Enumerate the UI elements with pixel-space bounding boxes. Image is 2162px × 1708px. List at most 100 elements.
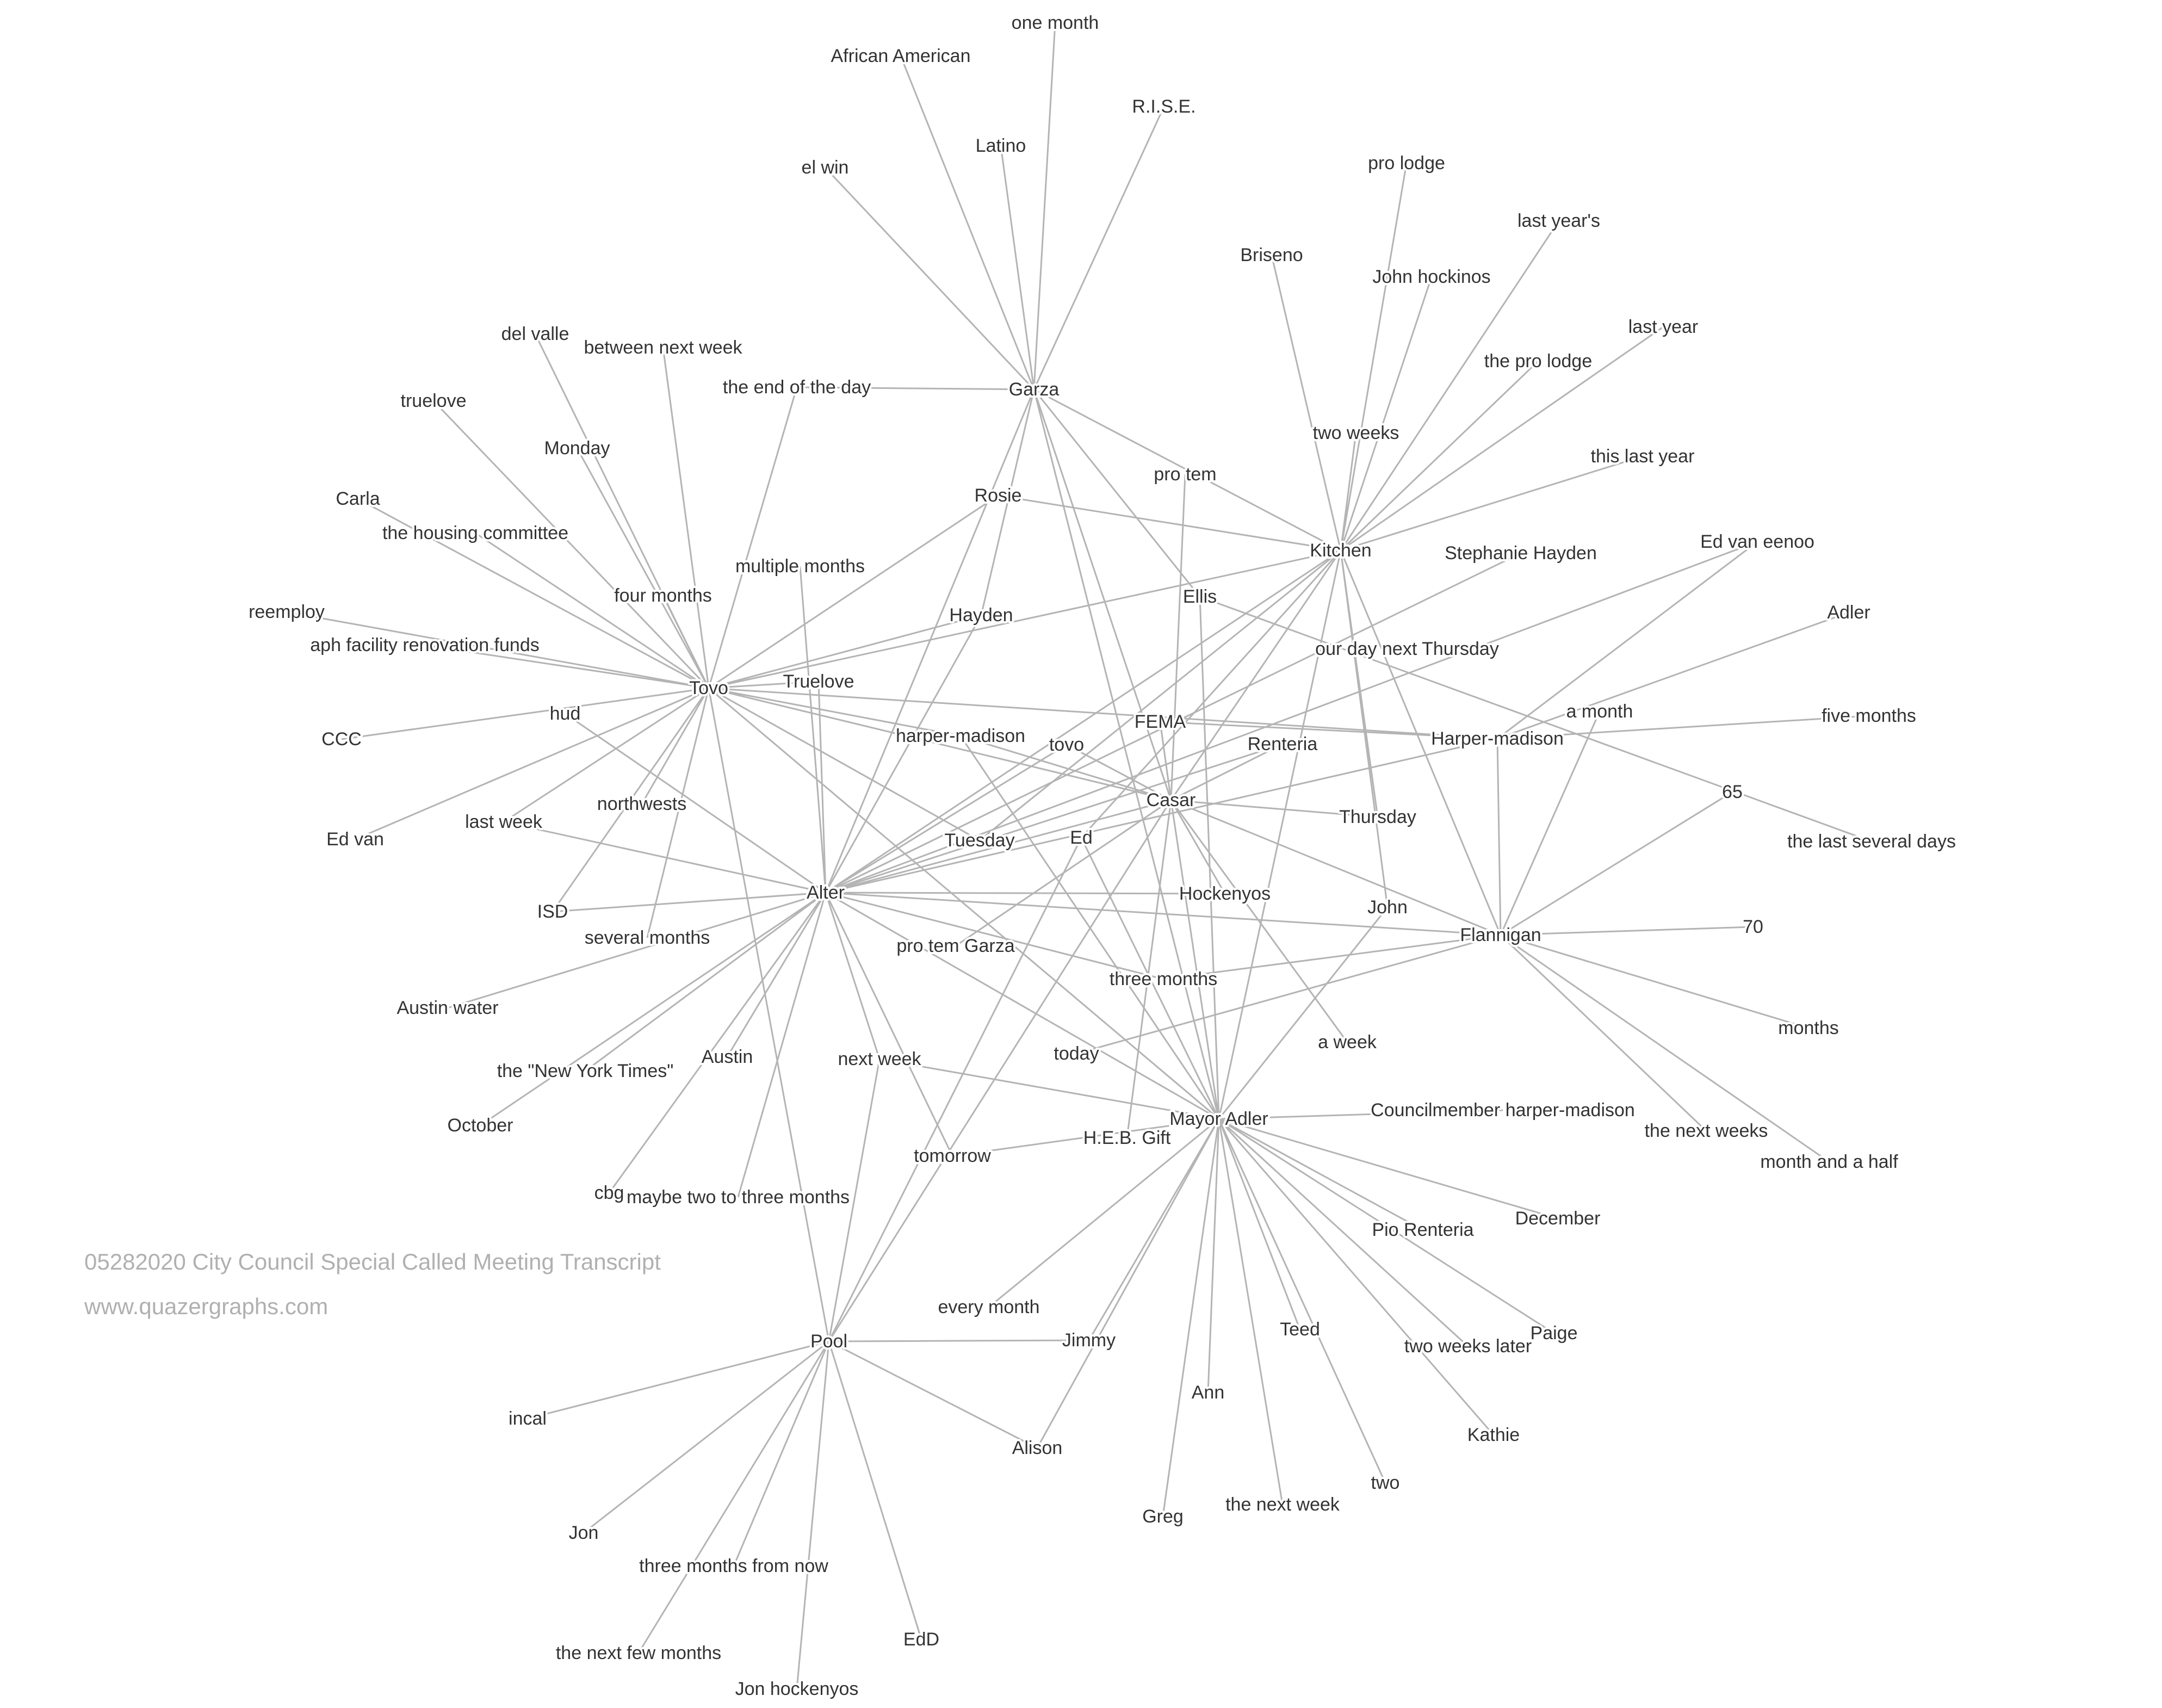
edge-tovo-to-ed-van bbox=[355, 687, 709, 840]
edge-casar-to-tovo bbox=[1066, 744, 1172, 801]
edge-garza-to-hayden bbox=[980, 389, 1035, 616]
edge-tovo-to-northwests bbox=[641, 688, 710, 805]
edge-harper-madison-to-ed-van-eenoo bbox=[1497, 541, 1758, 740]
edge-alter-to-austin-water bbox=[447, 892, 826, 1009]
edge-garza-to-el-win bbox=[824, 166, 1035, 391]
edge-casar-to-harper-madison bbox=[960, 735, 1172, 801]
node-cbg: cbg bbox=[594, 1183, 624, 1203]
edge-pool-to-ed bbox=[828, 837, 1082, 1342]
edge-alter-to-flannigan bbox=[825, 892, 1501, 936]
edge-casar-to-thursday bbox=[1170, 799, 1378, 818]
node-renteria: Renteria bbox=[1248, 734, 1318, 754]
node-the-housing-committee: the housing committee bbox=[382, 523, 568, 543]
node-a-week: a week bbox=[1318, 1032, 1377, 1053]
edge-kitchen-to-tovo bbox=[708, 549, 1341, 689]
edge-kitchen-to-john-hockinos bbox=[1340, 276, 1433, 551]
node-the-last-several-days: the last several days bbox=[1787, 831, 1956, 852]
edge-casar-to-hockenyos bbox=[1170, 800, 1226, 894]
edge-garza-to-african-american bbox=[900, 55, 1035, 390]
node-tuesday: Tuesday bbox=[944, 830, 1014, 851]
edge-garza-to-kitchen bbox=[1033, 388, 1341, 552]
edge-alter-to-three-months bbox=[825, 892, 1164, 980]
edge-tovo-to-tuesday bbox=[708, 687, 980, 841]
node-harper-madison: harper-madison bbox=[896, 726, 1025, 746]
edge-mayor-adler-to-the-next-week bbox=[1218, 1118, 1284, 1505]
edge-alter-to-austin bbox=[726, 892, 827, 1057]
node-flannigan: Flannigan bbox=[1460, 925, 1541, 945]
node-briseno: Briseno bbox=[1240, 245, 1303, 265]
edge-alter-to-casar bbox=[825, 799, 1172, 894]
node-jon-hockenyos: Jon hockenyos bbox=[735, 1679, 859, 1699]
edge-ellis-to-the-last-several-days bbox=[1199, 596, 1872, 843]
edge-tovo-to-isd bbox=[552, 688, 710, 912]
edge-flannigan-to-70 bbox=[1500, 926, 1754, 936]
node-pro-tem-garza: pro tem Garza bbox=[896, 936, 1014, 956]
edge-harper-madison-to-fema bbox=[1160, 721, 1498, 740]
edge-kitchen-to-rosie bbox=[998, 494, 1341, 552]
edge-mayor-adler-to-kathie bbox=[1218, 1118, 1495, 1435]
edge-mayor-adler-to-pio-renteria bbox=[1218, 1118, 1423, 1231]
edge-garza-to-one-month bbox=[1033, 22, 1056, 390]
node-pro-lodge: pro lodge bbox=[1368, 153, 1445, 174]
node-r-i-s-e: R.I.S.E. bbox=[1132, 96, 1195, 117]
edge-pool-to-incal bbox=[527, 1340, 829, 1420]
edge-pool-to-jon-hockenyos bbox=[796, 1341, 830, 1690]
node-john: John bbox=[1367, 897, 1408, 918]
edge-tovo-to-truelove bbox=[708, 680, 819, 689]
edge-tovo-to-four-months bbox=[662, 595, 710, 689]
edge-mayor-adler-to-tomorrow bbox=[952, 1118, 1219, 1157]
edge-garza-to-the-end-of-the-day bbox=[796, 386, 1034, 391]
node-ann: Ann bbox=[1192, 1382, 1225, 1403]
node-our-day-next-thursday: our day next Thursday bbox=[1315, 639, 1499, 659]
edge-alter-to-hayden bbox=[825, 615, 982, 893]
edge-tovo-to-casar bbox=[708, 687, 1172, 801]
edge-casar-to-pro-tem bbox=[1170, 474, 1186, 801]
edge-harper-madison-to-five-months bbox=[1497, 715, 1869, 740]
node-four-months: four months bbox=[614, 585, 712, 606]
edge-pool-to-alison bbox=[828, 1340, 1038, 1449]
node-carla: Carla bbox=[336, 488, 380, 509]
node-december: December bbox=[1515, 1208, 1601, 1229]
edge-mayor-adler-to-december bbox=[1218, 1118, 1558, 1220]
node-the-end-of-the-day: the end of the day bbox=[723, 377, 871, 398]
node-tovo: Tovo bbox=[689, 678, 728, 698]
edge-casar-to-flannigan bbox=[1170, 799, 1501, 936]
edge-harper-madison-to-flannigan bbox=[1496, 738, 1502, 936]
node-el-win: el win bbox=[802, 157, 849, 178]
edge-flannigan-to-month-and-a-half bbox=[1500, 934, 1830, 1163]
edge-kitchen-to-last-year bbox=[1340, 326, 1664, 552]
edge-tovo-to-monday bbox=[576, 448, 710, 689]
node-northwests: northwests bbox=[597, 794, 686, 814]
node-several-months: several months bbox=[585, 927, 710, 948]
node-every-month: every month bbox=[938, 1297, 1039, 1317]
node-month-and-a-half: month and a half bbox=[1760, 1152, 1898, 1172]
edge-tovo-to-carla bbox=[357, 498, 709, 689]
node-reemploy: reemploy bbox=[249, 602, 325, 622]
node-greg: Greg bbox=[1142, 1506, 1184, 1527]
edge-alter-to-maybe-two-to-three-months bbox=[737, 892, 827, 1198]
edge-flannigan-to-three-months bbox=[1163, 934, 1501, 980]
edge-tovo-to-ccc bbox=[341, 687, 709, 740]
node-jimmy: Jimmy bbox=[1062, 1330, 1116, 1351]
node-truelove: truelove bbox=[401, 391, 467, 411]
edge-kitchen-to-tuesday bbox=[979, 549, 1341, 841]
node-adler: Adler bbox=[1827, 602, 1870, 623]
edge-ellis-to-garza bbox=[1033, 389, 1201, 597]
edge-mayor-adler-to-councilmember-harper-madison bbox=[1218, 1109, 1503, 1120]
edge-tovo-to-last-week bbox=[503, 687, 709, 823]
node-two-weeks: two weeks bbox=[1313, 423, 1399, 443]
edge-mayor-adler-to-two-weeks-later bbox=[1218, 1118, 1469, 1347]
edge-pool-to-next-week bbox=[828, 1059, 881, 1342]
node-pool: Pool bbox=[810, 1331, 847, 1352]
edge-kitchen-to-flannigan bbox=[1340, 550, 1502, 936]
edge-flannigan-to-months bbox=[1500, 934, 1809, 1029]
node-ccc: CCC bbox=[321, 729, 362, 750]
node-john-hockinos: John hockinos bbox=[1372, 267, 1490, 287]
node-five-months: five months bbox=[1822, 706, 1916, 726]
edge-casar-to-a-week bbox=[1170, 800, 1348, 1043]
node-jon: Jon bbox=[569, 1523, 599, 1543]
node-hockenyos: Hockenyos bbox=[1179, 883, 1271, 904]
node-the-next-few-months: the next few months bbox=[556, 1643, 721, 1663]
edge-flannigan-to-65 bbox=[1500, 791, 1733, 936]
